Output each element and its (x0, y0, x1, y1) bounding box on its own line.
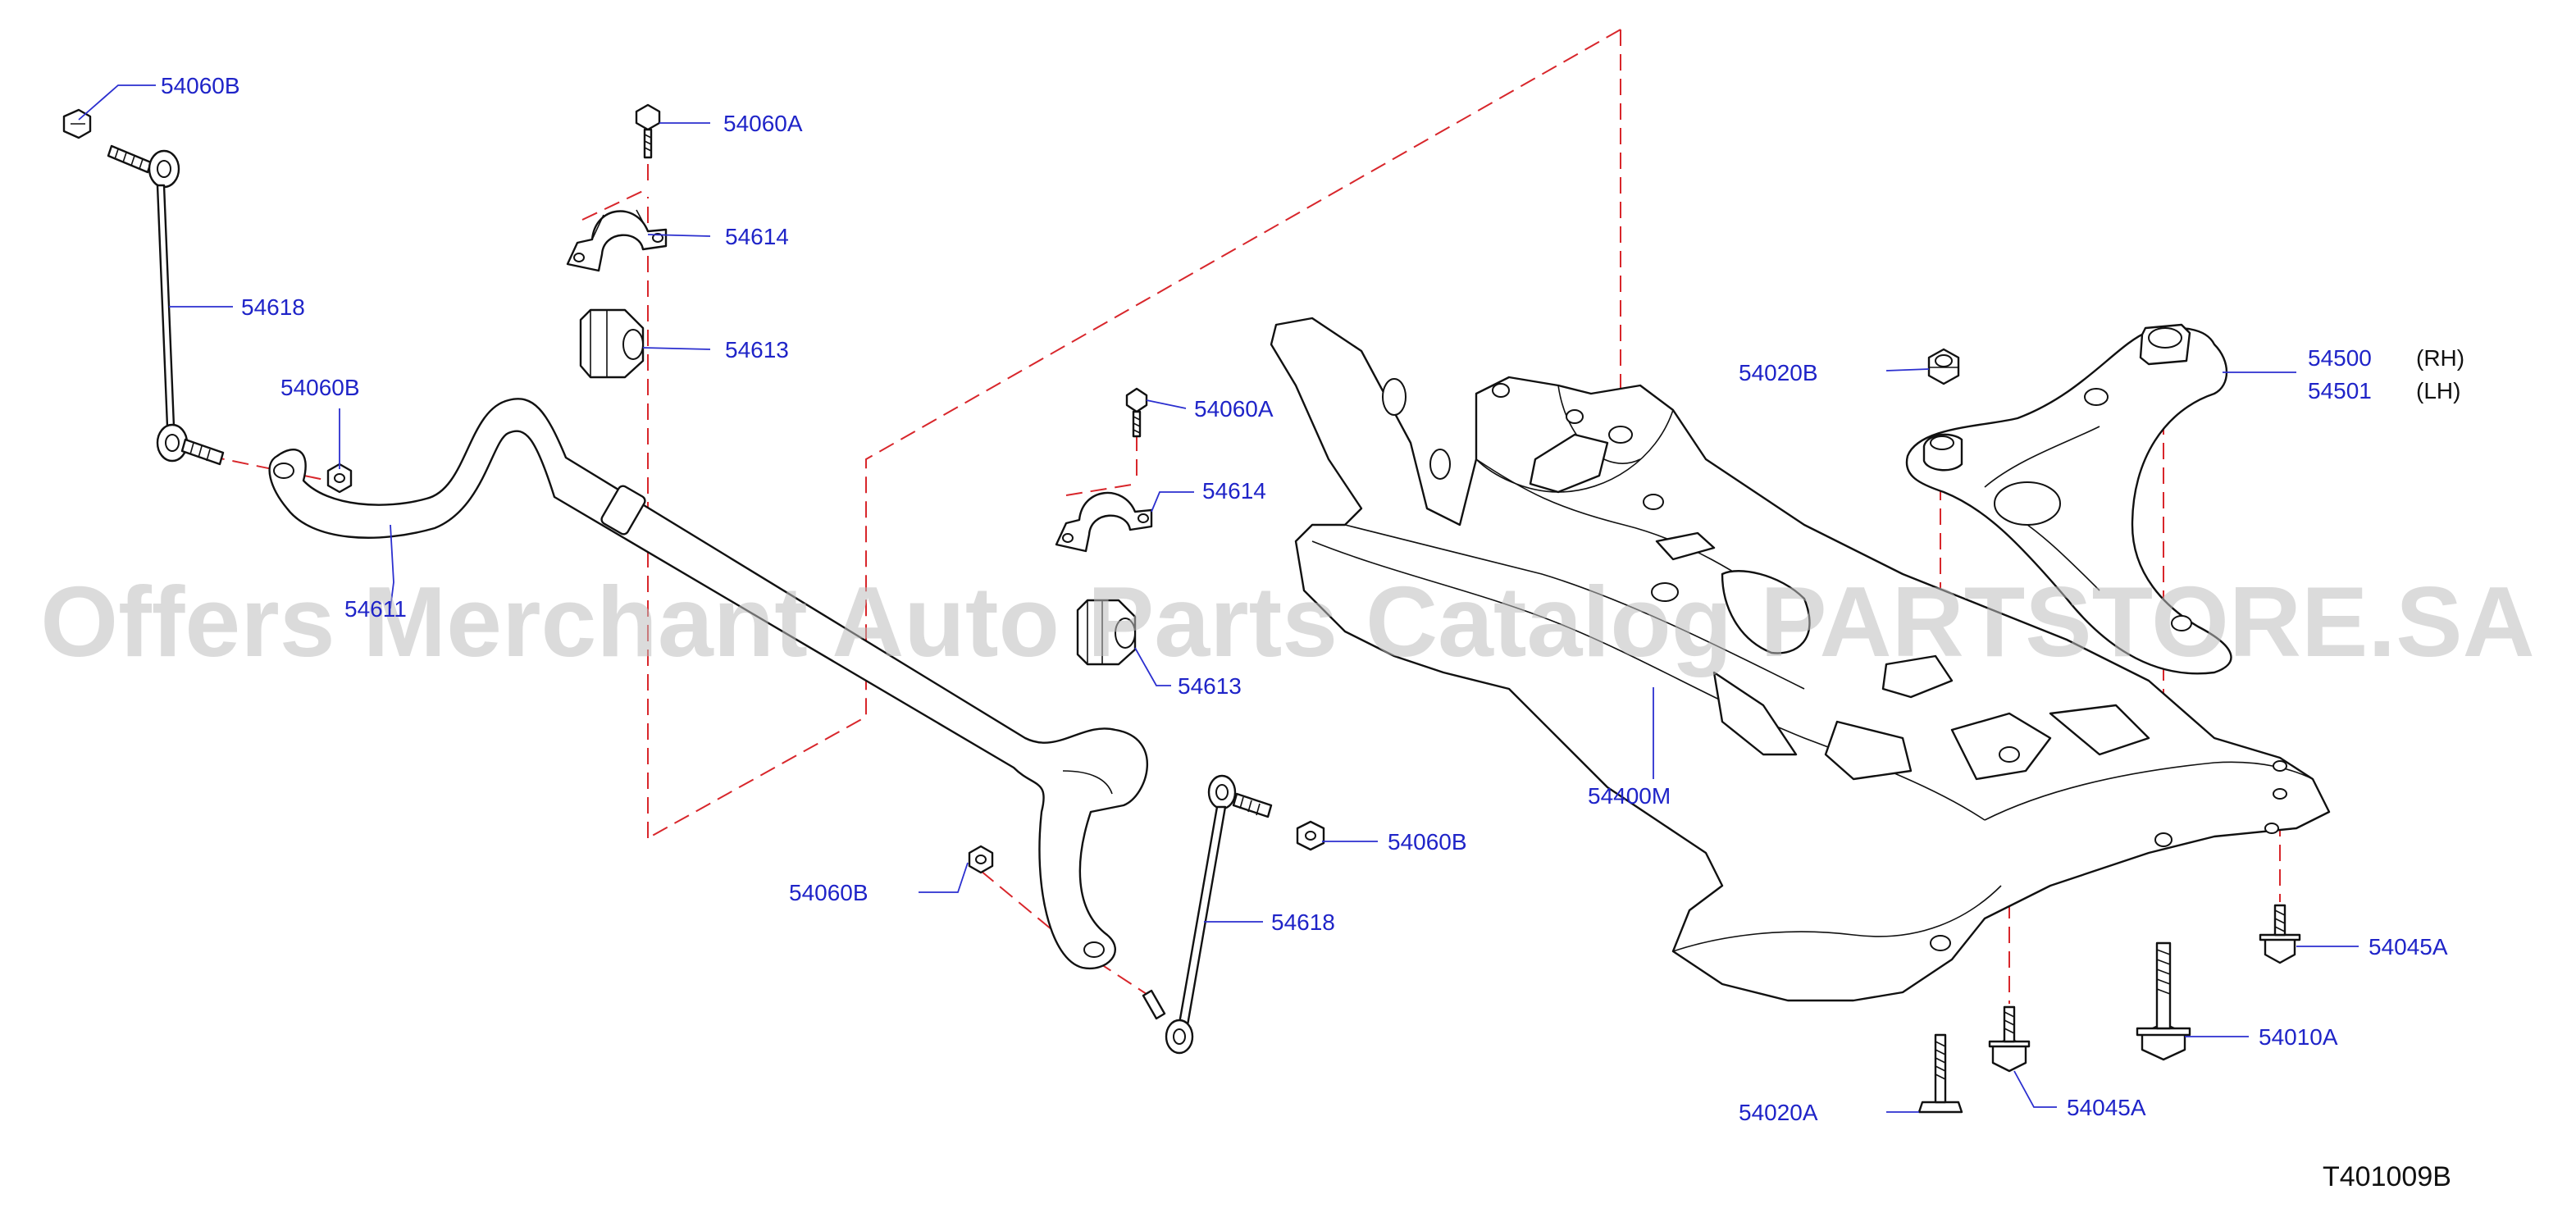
callout-54020a-bolt[interactable]: 54020A (1739, 1100, 1818, 1125)
link-top-stud (107, 144, 153, 174)
callout-54613-lower[interactable]: 54613 (1178, 673, 1242, 699)
callout-54020b-nut[interactable]: 54020B (1739, 360, 1818, 385)
callout-54045a-center[interactable]: 54045A (2067, 1095, 2146, 1120)
callout-54614-lower[interactable]: 54614 (1202, 478, 1266, 504)
callout-leaders (78, 84, 2359, 1113)
callout-54045a-right[interactable]: 54045A (2369, 934, 2448, 959)
callout-54060b-right-top[interactable]: 54060B (1388, 829, 1467, 855)
callout-54060a-lower[interactable]: 54060A (1194, 396, 1274, 422)
callout-54060b-left-link[interactable]: 54060B (280, 375, 360, 400)
diagram-code: T401009B (2323, 1161, 2451, 1192)
callout-54400m-crossmember[interactable]: 54400M (1588, 783, 1671, 809)
callout-54618-right[interactable]: 54618 (1271, 909, 1335, 935)
bushing-lower[interactable] (1076, 599, 1137, 666)
stabilizer-bar-body (268, 398, 1149, 970)
callout-54060b-right-bottom[interactable]: 54060B (789, 880, 869, 905)
bushing-upper[interactable] (579, 308, 645, 379)
crossmember-body (1270, 317, 2331, 1002)
callout-54611-stabilizer[interactable]: 54611 (344, 596, 407, 622)
callout-54500-rh[interactable]: 54500 (2308, 345, 2372, 371)
callout-labels: 54060B 54060A 54614 54618 54613 54060B 5… (161, 73, 2464, 1125)
label-rh: (RH) (2416, 345, 2464, 371)
callout-54060b-top-left[interactable]: 54060B (161, 73, 240, 98)
crossmember-rear-mount-bolt-center[interactable] (1988, 1005, 2031, 1073)
bushing-clamp-lower[interactable] (1055, 491, 1153, 553)
callout-54614-upper[interactable]: 54614 (725, 224, 789, 249)
lower-arm-nut[interactable] (1927, 348, 1960, 385)
callout-54060a-upper[interactable]: 54060A (723, 111, 803, 136)
transverse-link-lower-arm[interactable] (1905, 323, 2232, 675)
stabilizer-bar[interactable] (268, 398, 1149, 970)
bushing-clamp-upper-bolt[interactable] (635, 103, 661, 159)
stabilizer-bar-sleeve (600, 485, 646, 536)
callout-54618-left[interactable]: 54618 (241, 294, 305, 320)
link-rod-left (156, 184, 176, 428)
label-lh: (LH) (2416, 378, 2460, 403)
callout-54010a-bolt[interactable]: 54010A (2259, 1024, 2338, 1050)
stabilizer-link-left[interactable] (62, 108, 225, 466)
bushing-clamp-lower-bolt[interactable] (1125, 387, 1148, 438)
stabilizer-link-right-lower-nut[interactable] (968, 845, 994, 874)
crossmember-front-bolt[interactable] (1917, 1033, 1963, 1114)
crossmember-rear-mount-bolt-right[interactable] (2259, 904, 2301, 964)
stabilizer-link-right[interactable] (1142, 774, 1325, 1055)
watermark: Offers Merchant Auto Parts Catalog PARTS… (40, 566, 2534, 677)
callout-54613-upper[interactable]: 54613 (725, 337, 789, 362)
bushing-clamp-upper[interactable] (566, 209, 668, 272)
link-rod-right (1178, 805, 1227, 1027)
lower-arm-rear-bolt[interactable] (2136, 941, 2191, 1061)
callout-54501-lh[interactable]: 54501 (2308, 378, 2372, 403)
front-suspension-crossmember[interactable] (1270, 317, 2331, 1002)
